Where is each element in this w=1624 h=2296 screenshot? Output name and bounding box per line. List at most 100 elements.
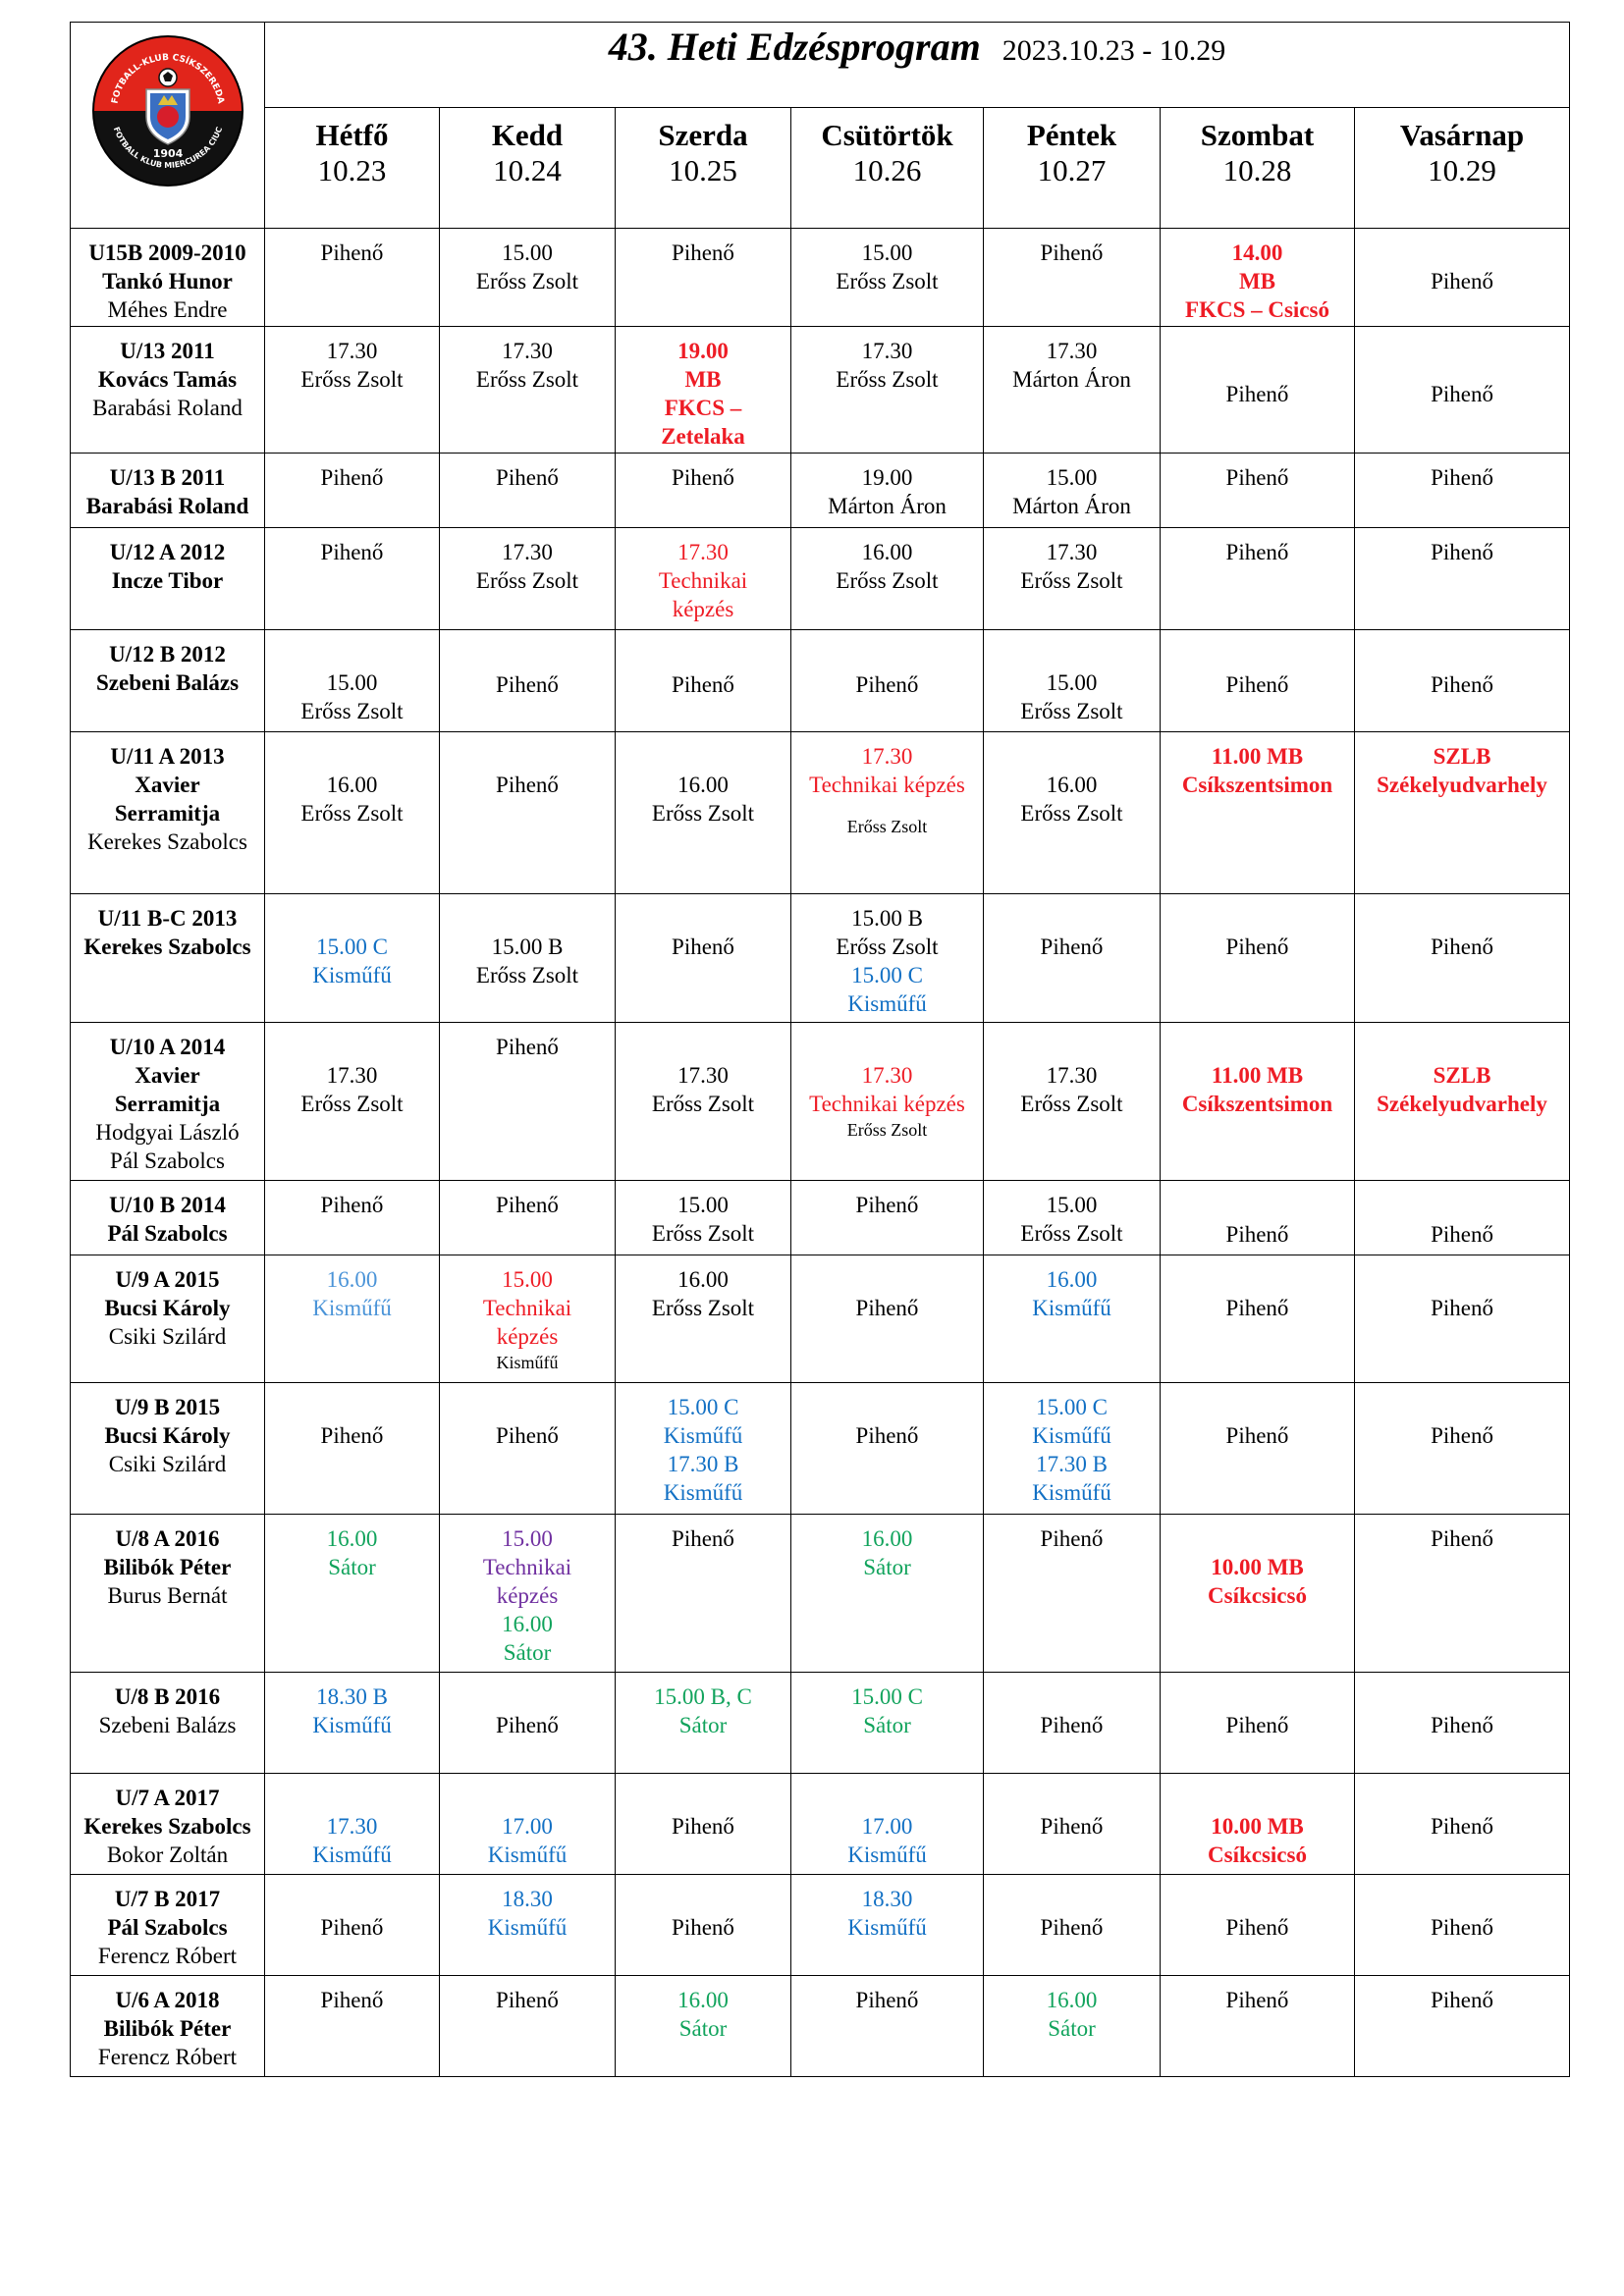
cell-line: Technikai — [482, 1555, 572, 1579]
schedule-cell: Pihenő — [439, 1180, 616, 1255]
cell-line: 17.30 — [1046, 540, 1098, 564]
cell-line: Xavier — [135, 1063, 200, 1088]
title-row: FOTBALL-KLUB CSÍKSZEREDA FOTBALL KLUB MI… — [70, 22, 1571, 229]
cell-line: Kisműfű — [847, 1842, 927, 1867]
cell-line: képzés — [496, 1324, 559, 1349]
cell-line: U/13 B 2011 — [109, 465, 226, 490]
cell-line: Pihenő — [1225, 672, 1289, 697]
cell-line: Pihenő — [1431, 672, 1493, 697]
day-date: 10.26 — [852, 153, 922, 187]
cell-line: 17.00 — [861, 1814, 913, 1839]
cell-line: Erőss Zsolt — [651, 1092, 755, 1116]
cell-line: U/10 A 2014 — [109, 1035, 226, 1059]
cell-line: Technikai képzés — [809, 773, 965, 797]
cell-line: Pihenő — [1040, 240, 1104, 265]
cell-line: U/10 B 2014 — [109, 1193, 226, 1217]
cell-line: 17.30 B — [1036, 1452, 1108, 1476]
cell-line: Pihenő — [320, 1988, 384, 2012]
schedule-cell: Pihenő — [264, 1874, 440, 1976]
cell-line: 17.30 — [502, 339, 553, 363]
cell-line: U/8 B 2016 — [114, 1684, 221, 1709]
cell-line: 17.30 — [861, 339, 913, 363]
cell-line: Kisműfű — [487, 1842, 568, 1867]
cell-line: 16.00 — [1046, 773, 1098, 797]
schedule-cell: Pihenő — [983, 1672, 1161, 1774]
cell-line: U/7 B 2017 — [114, 1887, 221, 1911]
cell-line: Márton Áron — [1012, 494, 1131, 518]
cell-line: Kerekes Szabolcs — [83, 1814, 251, 1839]
cell-line: 17.30 — [861, 744, 913, 769]
page-title: 43. Heti Edzésprogram — [608, 25, 981, 69]
schedule-cell: Pihenő — [790, 1975, 984, 2077]
cell-line: 17.30 — [502, 540, 553, 564]
cell-line: Pihenő — [1225, 1915, 1289, 1940]
day-date: 10.23 — [317, 153, 387, 187]
cell-line: Kisműfű — [312, 1842, 392, 1867]
cell-line: Kisműfű — [1032, 1296, 1111, 1320]
schedule-cell: Pihenő — [983, 1874, 1161, 1976]
cell-line: Pihenő — [1040, 1526, 1104, 1551]
cell-line: 17.30 — [326, 339, 378, 363]
cell-line: Bucsi Károly — [104, 1423, 231, 1448]
schedule-cell: Pihenő — [439, 1672, 616, 1774]
cell-line: Pihenő — [1431, 1222, 1493, 1247]
day-name: Hétfő — [315, 118, 389, 152]
schedule-cell: Pihenő — [439, 453, 616, 528]
cell-line: Pihenő — [1225, 540, 1289, 564]
cell-line: U/11 A 2013 — [110, 744, 225, 769]
cell-line: Barabási Roland — [92, 396, 243, 420]
cell-line: U/13 2011 — [120, 339, 215, 363]
cell-line: 16.00 — [326, 1267, 378, 1292]
cell-line: Erőss Zsolt — [475, 367, 579, 392]
cell-line: Ferencz Róbert — [97, 2045, 238, 2069]
cell-line: Pál Szabolcs — [107, 1221, 228, 1246]
cell-line: Erőss Zsolt — [1020, 1221, 1123, 1246]
cell-line: Erőss Zsolt — [475, 963, 579, 988]
schedule-cell: Pihenő — [1353, 228, 1571, 327]
cell-line: 17.30 — [1046, 339, 1098, 363]
cell-line: U15B 2009-2010 — [88, 240, 246, 265]
cell-line: Csíkcsicsó — [1208, 1583, 1307, 1608]
cell-line: Kisműfű — [1032, 1480, 1111, 1505]
schedule-cell: Pihenő — [1353, 1773, 1571, 1875]
cell-line: Serramitja — [114, 1092, 221, 1116]
cell-line: Erőss Zsolt — [836, 367, 939, 392]
day-name: Vasárnap — [1399, 118, 1525, 152]
cell-line: Bokor Zoltán — [106, 1842, 229, 1867]
cell-line: Erőss Zsolt — [300, 699, 404, 723]
cell-line: 18.30 — [502, 1887, 553, 1911]
schedule-cell: Pihenő — [439, 1382, 616, 1515]
cell-line: Pihenő — [1040, 1915, 1104, 1940]
cell-line: 15.00 — [502, 1267, 553, 1292]
cell-line: Pihenő — [1431, 381, 1493, 406]
cell-line: Pihenő — [496, 1035, 559, 1059]
day-name: Péntek — [1026, 118, 1117, 152]
cell-line: 15.00 — [326, 670, 378, 695]
cell-line: Sátor — [863, 1555, 911, 1579]
